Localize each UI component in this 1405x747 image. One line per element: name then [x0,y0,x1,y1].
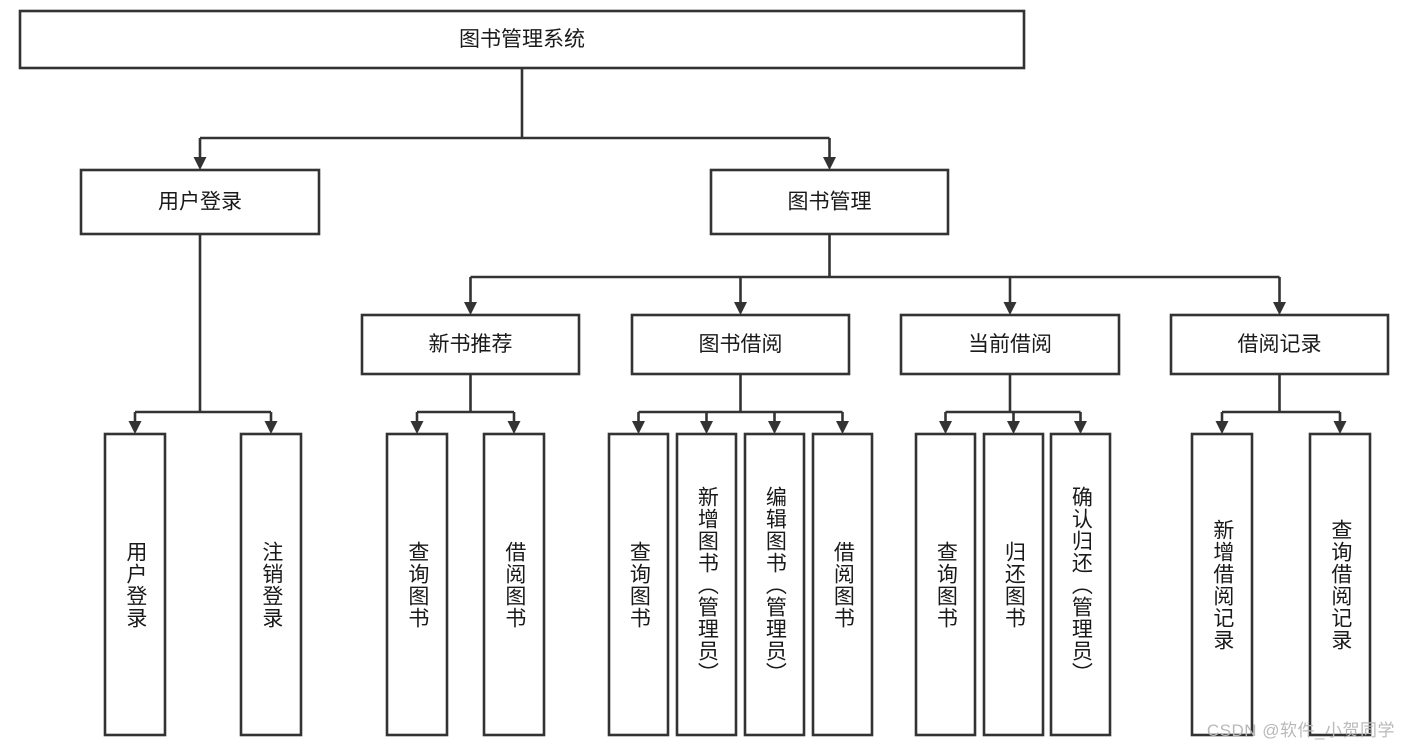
node-label-user-login: 用户登录 [158,191,242,214]
edge-group-book-borrow [632,374,849,434]
node-box-leaf-user-login[interactable] [103,432,167,737]
arrow-head-icon [1273,302,1286,315]
node-box-borrow-record[interactable] [1169,313,1390,376]
arrow-head-icon [1074,421,1087,434]
arrow-head-icon [507,421,521,434]
arrow-head-icon [1003,302,1017,315]
node-leaf-query-book-borrow[interactable] [607,432,670,737]
edge-group-new-book-rec [410,374,521,434]
node-box-user-login[interactable] [79,168,321,236]
node-leaf-query-book-cur[interactable] [914,432,977,737]
node-box-leaf-query-book-borrow[interactable] [607,432,670,737]
node-label-borrow-record: 借阅记录 [1238,333,1322,356]
arrow-head-icon [823,157,836,170]
edge-group-root [193,68,836,170]
node-box-leaf-query-book-rec[interactable] [385,432,449,737]
arrow-head-icon [1007,421,1020,434]
arrow-head-icon [734,302,747,315]
node-label-current-borrow: 当前借阅 [968,333,1052,356]
node-leaf-edit-book[interactable] [743,432,806,737]
arrow-head-icon [128,421,142,434]
node-box-book-manage[interactable] [709,168,950,236]
watermark-credit: CSDN @软件_小贺同学 [1206,721,1395,740]
arrow-head-icon [836,421,849,434]
node-box-leaf-borrow-book-rec[interactable] [482,432,546,737]
node-leaf-add-book[interactable] [675,432,738,737]
node-root[interactable]: 图书管理系统 [18,9,1026,70]
node-box-root[interactable] [18,9,1026,70]
node-box-leaf-add-book[interactable] [675,432,738,737]
node-box-new-book-rec[interactable] [360,313,581,376]
node-user-login[interactable]: 用户登录 [79,168,321,236]
node-leaf-borrow-book[interactable] [811,432,874,737]
arrow-head-icon [1333,421,1347,434]
node-leaf-borrow-book-rec[interactable] [482,432,546,737]
node-book-borrow[interactable]: 图书借阅 [630,313,851,376]
node-label-new-book-rec: 新书推荐 [429,333,513,356]
node-label-root: 图书管理系统 [459,28,585,51]
arrow-head-icon [700,421,713,434]
node-box-leaf-return-book[interactable] [982,432,1045,737]
node-book-manage[interactable]: 图书管理 [709,168,950,236]
node-leaf-query-record[interactable] [1308,432,1372,737]
arrow-head-icon [464,302,477,315]
node-box-leaf-borrow-book[interactable] [811,432,874,737]
node-new-book-rec[interactable]: 新书推荐 [360,313,581,376]
node-box-leaf-add-record[interactable] [1190,432,1254,737]
node-box-leaf-edit-book[interactable] [743,432,806,737]
node-box-book-borrow[interactable] [630,313,851,376]
node-box-leaf-confirm-return[interactable] [1049,432,1112,737]
node-leaf-logout[interactable] [239,432,303,737]
node-box-current-borrow[interactable] [899,313,1121,376]
arrow-head-icon [264,421,278,434]
connectors-layer [128,68,1347,434]
arrow-head-icon [410,421,424,434]
node-box-leaf-query-book-cur[interactable] [914,432,977,737]
node-borrow-record[interactable]: 借阅记录 [1169,313,1390,376]
edge-group-book-manage [464,234,1286,315]
node-label-book-manage: 图书管理 [788,191,872,214]
edge-group-user-login [128,234,278,434]
node-leaf-confirm-return[interactable] [1049,432,1112,737]
node-leaf-return-book[interactable] [982,432,1045,737]
arrow-head-icon [632,421,645,434]
node-label-book-borrow: 图书借阅 [699,333,783,356]
edge-group-current-borrow [939,374,1087,434]
node-leaf-add-record[interactable] [1190,432,1254,737]
node-box-leaf-logout[interactable] [239,432,303,737]
node-leaf-query-book-rec[interactable] [385,432,449,737]
node-box-leaf-query-record[interactable] [1308,432,1372,737]
arrow-head-icon [939,421,952,434]
edge-group-borrow-record [1215,374,1347,434]
node-current-borrow[interactable]: 当前借阅 [899,313,1121,376]
node-leaf-user-login[interactable] [103,432,167,737]
arrow-head-icon [193,157,207,170]
arrow-head-icon [768,421,781,434]
arrow-head-icon [1215,421,1229,434]
